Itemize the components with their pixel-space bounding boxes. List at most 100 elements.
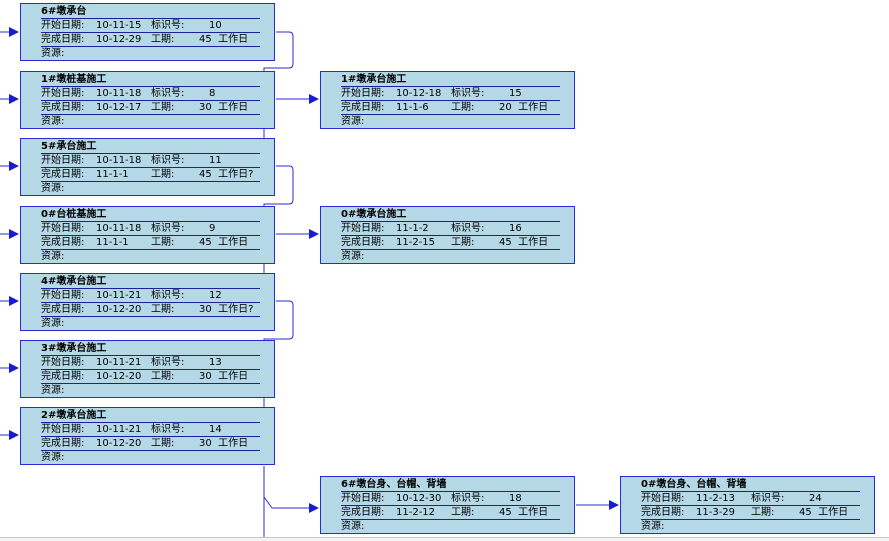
id-value: 16 <box>509 223 522 234</box>
start-value: 10-11-18 <box>96 223 142 234</box>
id-value: 13 <box>209 357 222 368</box>
start-label: 开始日期: <box>341 88 385 99</box>
task-name: 5#承台施工 <box>41 141 97 152</box>
duration-label: 工期: <box>151 237 175 248</box>
resource-label: 资源: <box>41 251 65 262</box>
id-label: 标识号: <box>151 424 185 435</box>
start-value: 10-12-18 <box>396 88 442 99</box>
duration-value: 20 工作日 <box>499 102 549 113</box>
id-label: 标识号: <box>151 290 185 301</box>
duration-label: 工期: <box>451 507 475 518</box>
id-label: 标识号: <box>151 357 185 368</box>
finish-label: 完成日期: <box>341 102 385 113</box>
finish-label: 完成日期: <box>641 507 685 518</box>
resource-label: 资源: <box>41 385 65 396</box>
duration-value: 45 工作日 <box>499 507 549 518</box>
duration-label: 工期: <box>751 507 775 518</box>
resource-label: 资源: <box>341 521 365 532</box>
id-label: 标识号: <box>451 493 485 504</box>
duration-label: 工期: <box>151 438 175 449</box>
finish-label: 完成日期: <box>41 304 85 315</box>
task-name: 6#墩承台 <box>41 6 87 17</box>
duration-label: 工期: <box>151 371 175 382</box>
finish-value: 11-2-15 <box>396 237 436 248</box>
duration-value: 45 工作日 <box>199 34 249 45</box>
start-label: 开始日期: <box>41 88 85 99</box>
start-label: 开始日期: <box>41 290 85 301</box>
finish-value: 11-1-1 <box>96 237 129 248</box>
start-value: 10-12-30 <box>396 493 442 504</box>
duration-label: 工期: <box>451 237 475 248</box>
start-label: 开始日期: <box>341 493 385 504</box>
id-label: 标识号: <box>151 223 185 234</box>
finish-label: 完成日期: <box>41 237 85 248</box>
finish-label: 完成日期: <box>41 438 85 449</box>
finish-label: 完成日期: <box>41 102 85 113</box>
id-label: 标识号: <box>151 155 185 166</box>
duration-label: 工期: <box>151 102 175 113</box>
id-label: 标识号: <box>451 223 485 234</box>
finish-value: 11-2-12 <box>396 507 436 518</box>
duration-value: 45 工作日? <box>199 169 254 180</box>
horizontal-scrollbar[interactable] <box>0 537 889 541</box>
finish-label: 完成日期: <box>41 169 85 180</box>
start-label: 开始日期: <box>41 20 85 31</box>
id-value: 24 <box>809 493 822 504</box>
id-value: 18 <box>509 493 522 504</box>
finish-value: 10-12-20 <box>96 304 142 315</box>
resource-label: 资源: <box>41 183 65 194</box>
task-name: 0#台桩基施工 <box>41 209 107 220</box>
finish-value: 10-12-20 <box>96 371 142 382</box>
duration-value: 30 工作日? <box>199 304 254 315</box>
start-value: 10-11-21 <box>96 424 142 435</box>
id-label: 标识号: <box>151 88 185 99</box>
task-name: 3#墩承台施工 <box>41 343 107 354</box>
finish-value: 11-3-29 <box>696 507 736 518</box>
start-value: 10-11-15 <box>96 20 142 31</box>
finish-label: 完成日期: <box>341 237 385 248</box>
start-label: 开始日期: <box>41 357 85 368</box>
duration-value: 45 工作日 <box>199 237 249 248</box>
resource-label: 资源: <box>641 521 665 532</box>
resource-label: 资源: <box>41 318 65 329</box>
start-value: 10-11-21 <box>96 357 142 368</box>
id-label: 标识号: <box>451 88 485 99</box>
duration-value: 45 工作日 <box>499 237 549 248</box>
task-name: 0#墩台身、台帽、背墙 <box>641 479 747 490</box>
resource-label: 资源: <box>341 116 365 127</box>
task-name: 0#墩承台施工 <box>341 209 407 220</box>
task-name: 1#墩桩基施工 <box>41 74 107 85</box>
start-label: 开始日期: <box>41 155 85 166</box>
start-value: 11-2-13 <box>696 493 736 504</box>
id-value: 10 <box>209 20 222 31</box>
start-label: 开始日期: <box>41 223 85 234</box>
id-label: 标识号: <box>751 493 785 504</box>
id-value: 12 <box>209 290 222 301</box>
duration-label: 工期: <box>151 169 175 180</box>
start-value: 11-1-2 <box>396 223 429 234</box>
id-value: 8 <box>209 88 216 99</box>
id-value: 14 <box>209 424 222 435</box>
duration-value: 45 工作日 <box>799 507 849 518</box>
duration-label: 工期: <box>151 34 175 45</box>
duration-value: 30 工作日 <box>199 102 249 113</box>
finish-value: 10-12-17 <box>96 102 142 113</box>
start-value: 10-11-21 <box>96 290 142 301</box>
finish-value: 11-1-6 <box>396 102 429 113</box>
task-name: 2#墩承台施工 <box>41 410 107 421</box>
task-name: 6#墩台身、台帽、背墙 <box>341 479 447 490</box>
bracket-connector <box>263 31 294 72</box>
resource-label: 资源: <box>341 251 365 262</box>
